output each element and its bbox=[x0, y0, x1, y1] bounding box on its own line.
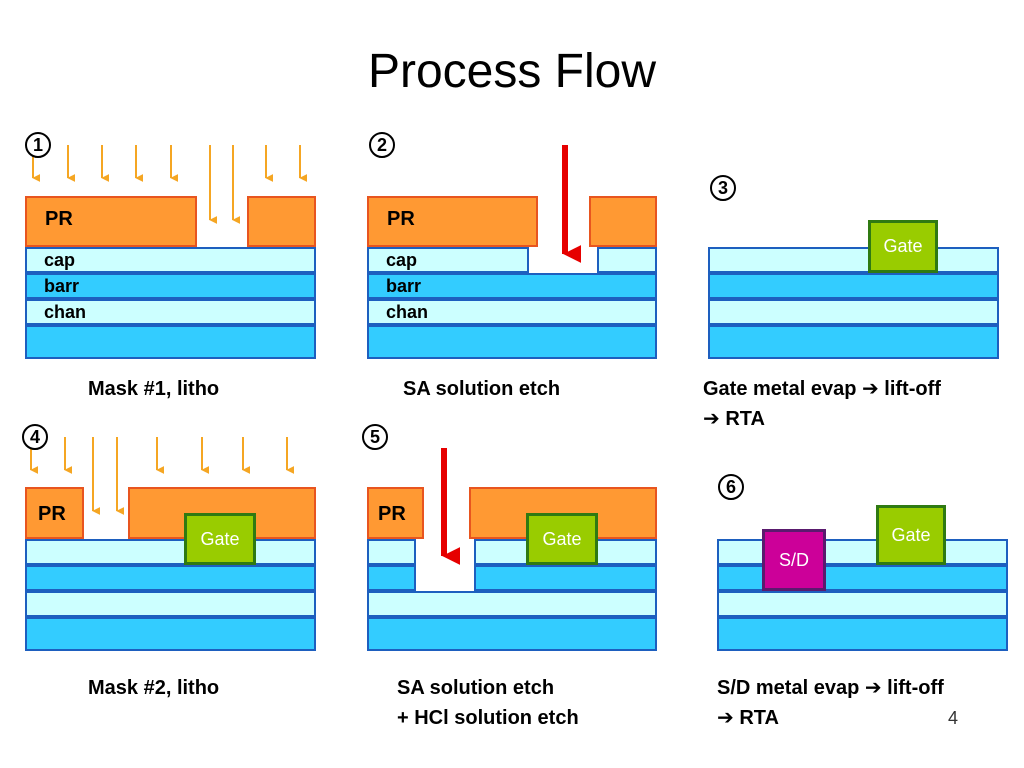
gate-metal: Gate bbox=[526, 513, 598, 565]
substrate-layer bbox=[708, 325, 999, 359]
channel-layer bbox=[367, 299, 657, 325]
cap-layer bbox=[25, 247, 316, 273]
barr-label: barr bbox=[386, 276, 422, 296]
channel-layer bbox=[25, 591, 316, 617]
barrier-layer bbox=[367, 273, 657, 299]
cap-layer-left bbox=[367, 539, 416, 565]
gate-metal: Gate bbox=[868, 220, 938, 273]
photoresist-left bbox=[25, 487, 84, 539]
channel-layer bbox=[367, 591, 657, 617]
page-title: Process Flow bbox=[367, 45, 657, 98]
pr-label: PR bbox=[387, 208, 415, 230]
exposure-arrows-step-1 bbox=[32, 145, 308, 224]
step-number-5: 5 bbox=[362, 424, 388, 450]
sd-metal: S/D bbox=[762, 529, 826, 591]
channel-layer bbox=[717, 591, 1008, 617]
channel-layer bbox=[708, 299, 999, 325]
cap-layer bbox=[25, 539, 316, 565]
barrier-layer bbox=[717, 565, 1008, 591]
cap-label: cap bbox=[386, 250, 418, 270]
step-number-3: 3 bbox=[710, 175, 736, 201]
photoresist-right bbox=[247, 196, 316, 247]
cap-layer-left bbox=[367, 247, 529, 273]
barrier-layer-right bbox=[474, 565, 657, 591]
caption-step-6: S/D metal evap ➔ lift-off ➔ RTA bbox=[717, 677, 944, 729]
page-number: 4 bbox=[948, 708, 959, 728]
substrate-layer bbox=[25, 617, 316, 651]
substrate-layer bbox=[25, 325, 316, 359]
pr-label: PR bbox=[378, 503, 406, 525]
cap-layer bbox=[717, 539, 1008, 565]
photoresist-right bbox=[589, 196, 657, 247]
substrate-layer bbox=[717, 617, 1008, 651]
step-number-1: 1 bbox=[25, 132, 51, 158]
caption-step-2: SA solution etch bbox=[403, 378, 561, 400]
barrier-layer bbox=[25, 273, 316, 299]
barrier-layer bbox=[708, 273, 999, 299]
cap-label: cap bbox=[44, 250, 76, 270]
caption-step-5: SA solution etch + HCl solution etch bbox=[397, 677, 579, 729]
photoresist-left bbox=[367, 196, 538, 247]
caption-step-1: Mask #1, litho bbox=[88, 378, 220, 400]
barrier-layer-left bbox=[367, 565, 416, 591]
cap-layer bbox=[708, 247, 999, 273]
caption-step-3: Gate metal evap ➔ lift-off ➔ RTA bbox=[703, 378, 941, 430]
pr-label: PR bbox=[45, 208, 73, 230]
step-number-4: 4 bbox=[22, 424, 48, 450]
gate-metal: Gate bbox=[876, 505, 946, 565]
chan-label: chan bbox=[386, 302, 429, 322]
caption-step-4: Mask #2, litho bbox=[88, 677, 220, 699]
barrier-layer bbox=[25, 565, 316, 591]
chan-label: chan bbox=[44, 302, 87, 322]
barr-label: barr bbox=[44, 276, 80, 296]
photoresist-left bbox=[367, 487, 424, 539]
photoresist-left bbox=[25, 196, 197, 247]
pr-label: PR bbox=[38, 503, 66, 525]
substrate-layer bbox=[367, 325, 657, 359]
step-number-2: 2 bbox=[369, 132, 395, 158]
step-number-6: 6 bbox=[718, 474, 744, 500]
cap-layer-right bbox=[597, 247, 657, 273]
gate-metal: Gate bbox=[184, 513, 256, 565]
substrate-layer bbox=[367, 617, 657, 651]
channel-layer bbox=[25, 299, 316, 325]
